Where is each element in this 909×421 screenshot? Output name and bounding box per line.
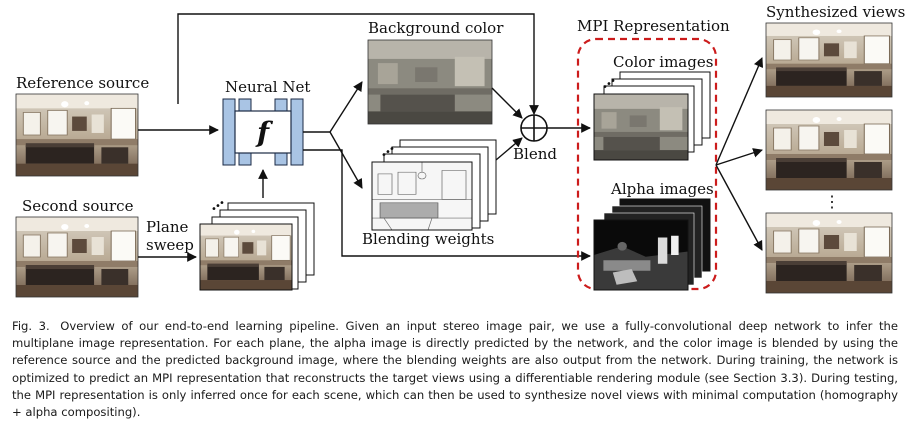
blend-label: Blend bbox=[513, 145, 557, 163]
svg-text:•: • bbox=[385, 147, 391, 158]
second-source-label: Second source bbox=[22, 197, 134, 215]
mpi-to-view3-arrow bbox=[715, 164, 763, 251]
caption-text: Overview of our end-to-end learning pipe… bbox=[12, 319, 898, 420]
mpi-to-view1-arrow bbox=[715, 57, 764, 166]
figure-caption: Fig. 3. Overview of our end-to-end learn… bbox=[12, 318, 898, 421]
svg-text:•: • bbox=[219, 198, 225, 209]
net-to-weights-arrow bbox=[329, 131, 363, 189]
neural-net-label: Neural Net bbox=[225, 78, 310, 96]
reference-source-image bbox=[15, 93, 139, 177]
svg-text:•: • bbox=[610, 76, 616, 87]
svg-text:•: • bbox=[606, 79, 612, 90]
blend-node bbox=[520, 114, 548, 142]
second-source-image bbox=[15, 216, 139, 298]
blending-weights-label: Blending weights bbox=[362, 230, 494, 248]
mpi-representation-label: MPI Representation bbox=[577, 17, 730, 35]
alpha-images-label: Alpha images bbox=[610, 180, 714, 198]
svg-text:•: • bbox=[215, 201, 221, 212]
figure-number: Fig. 3. bbox=[12, 319, 50, 333]
plane-sweep-label-line2: sweep bbox=[146, 236, 194, 254]
plane-sweep-label-line1: Plane bbox=[146, 218, 188, 236]
color-images-stack: • • • bbox=[593, 71, 711, 161]
synthesized-views-ellipsis: ⋮ bbox=[824, 192, 840, 211]
svg-text:•: • bbox=[602, 82, 608, 93]
neural-net-block: f bbox=[222, 98, 304, 166]
svg-text:•: • bbox=[211, 204, 217, 215]
reference-source-label: Reference source bbox=[16, 74, 149, 92]
synthesized-view-2 bbox=[765, 109, 893, 191]
background-to-blend-arrow bbox=[491, 87, 523, 119]
synthesized-view-3 bbox=[765, 212, 893, 294]
pipeline-diagram: Reference source Second source Plane swe… bbox=[15, 3, 905, 298]
plane-sweep-volume: • • • bbox=[199, 198, 315, 291]
weights-to-blend-arrow bbox=[495, 137, 523, 161]
color-images-label: Color images bbox=[613, 53, 713, 71]
synthesized-views-label: Synthesized views bbox=[766, 3, 905, 21]
mpi-to-view2-arrow bbox=[715, 148, 763, 166]
svg-text:•: • bbox=[389, 144, 395, 155]
blending-weights-stack: • • • bbox=[371, 139, 497, 231]
svg-text:•: • bbox=[381, 150, 387, 161]
alpha-images-stack bbox=[593, 198, 711, 291]
background-color-image bbox=[367, 39, 493, 125]
reference-to-blend-arrow bbox=[177, 13, 539, 115]
net-to-alpha-arrow bbox=[303, 149, 591, 261]
synthesized-view-1 bbox=[765, 22, 893, 98]
background-color-label: Background color bbox=[368, 19, 504, 37]
net-to-background-arrow bbox=[303, 81, 363, 133]
